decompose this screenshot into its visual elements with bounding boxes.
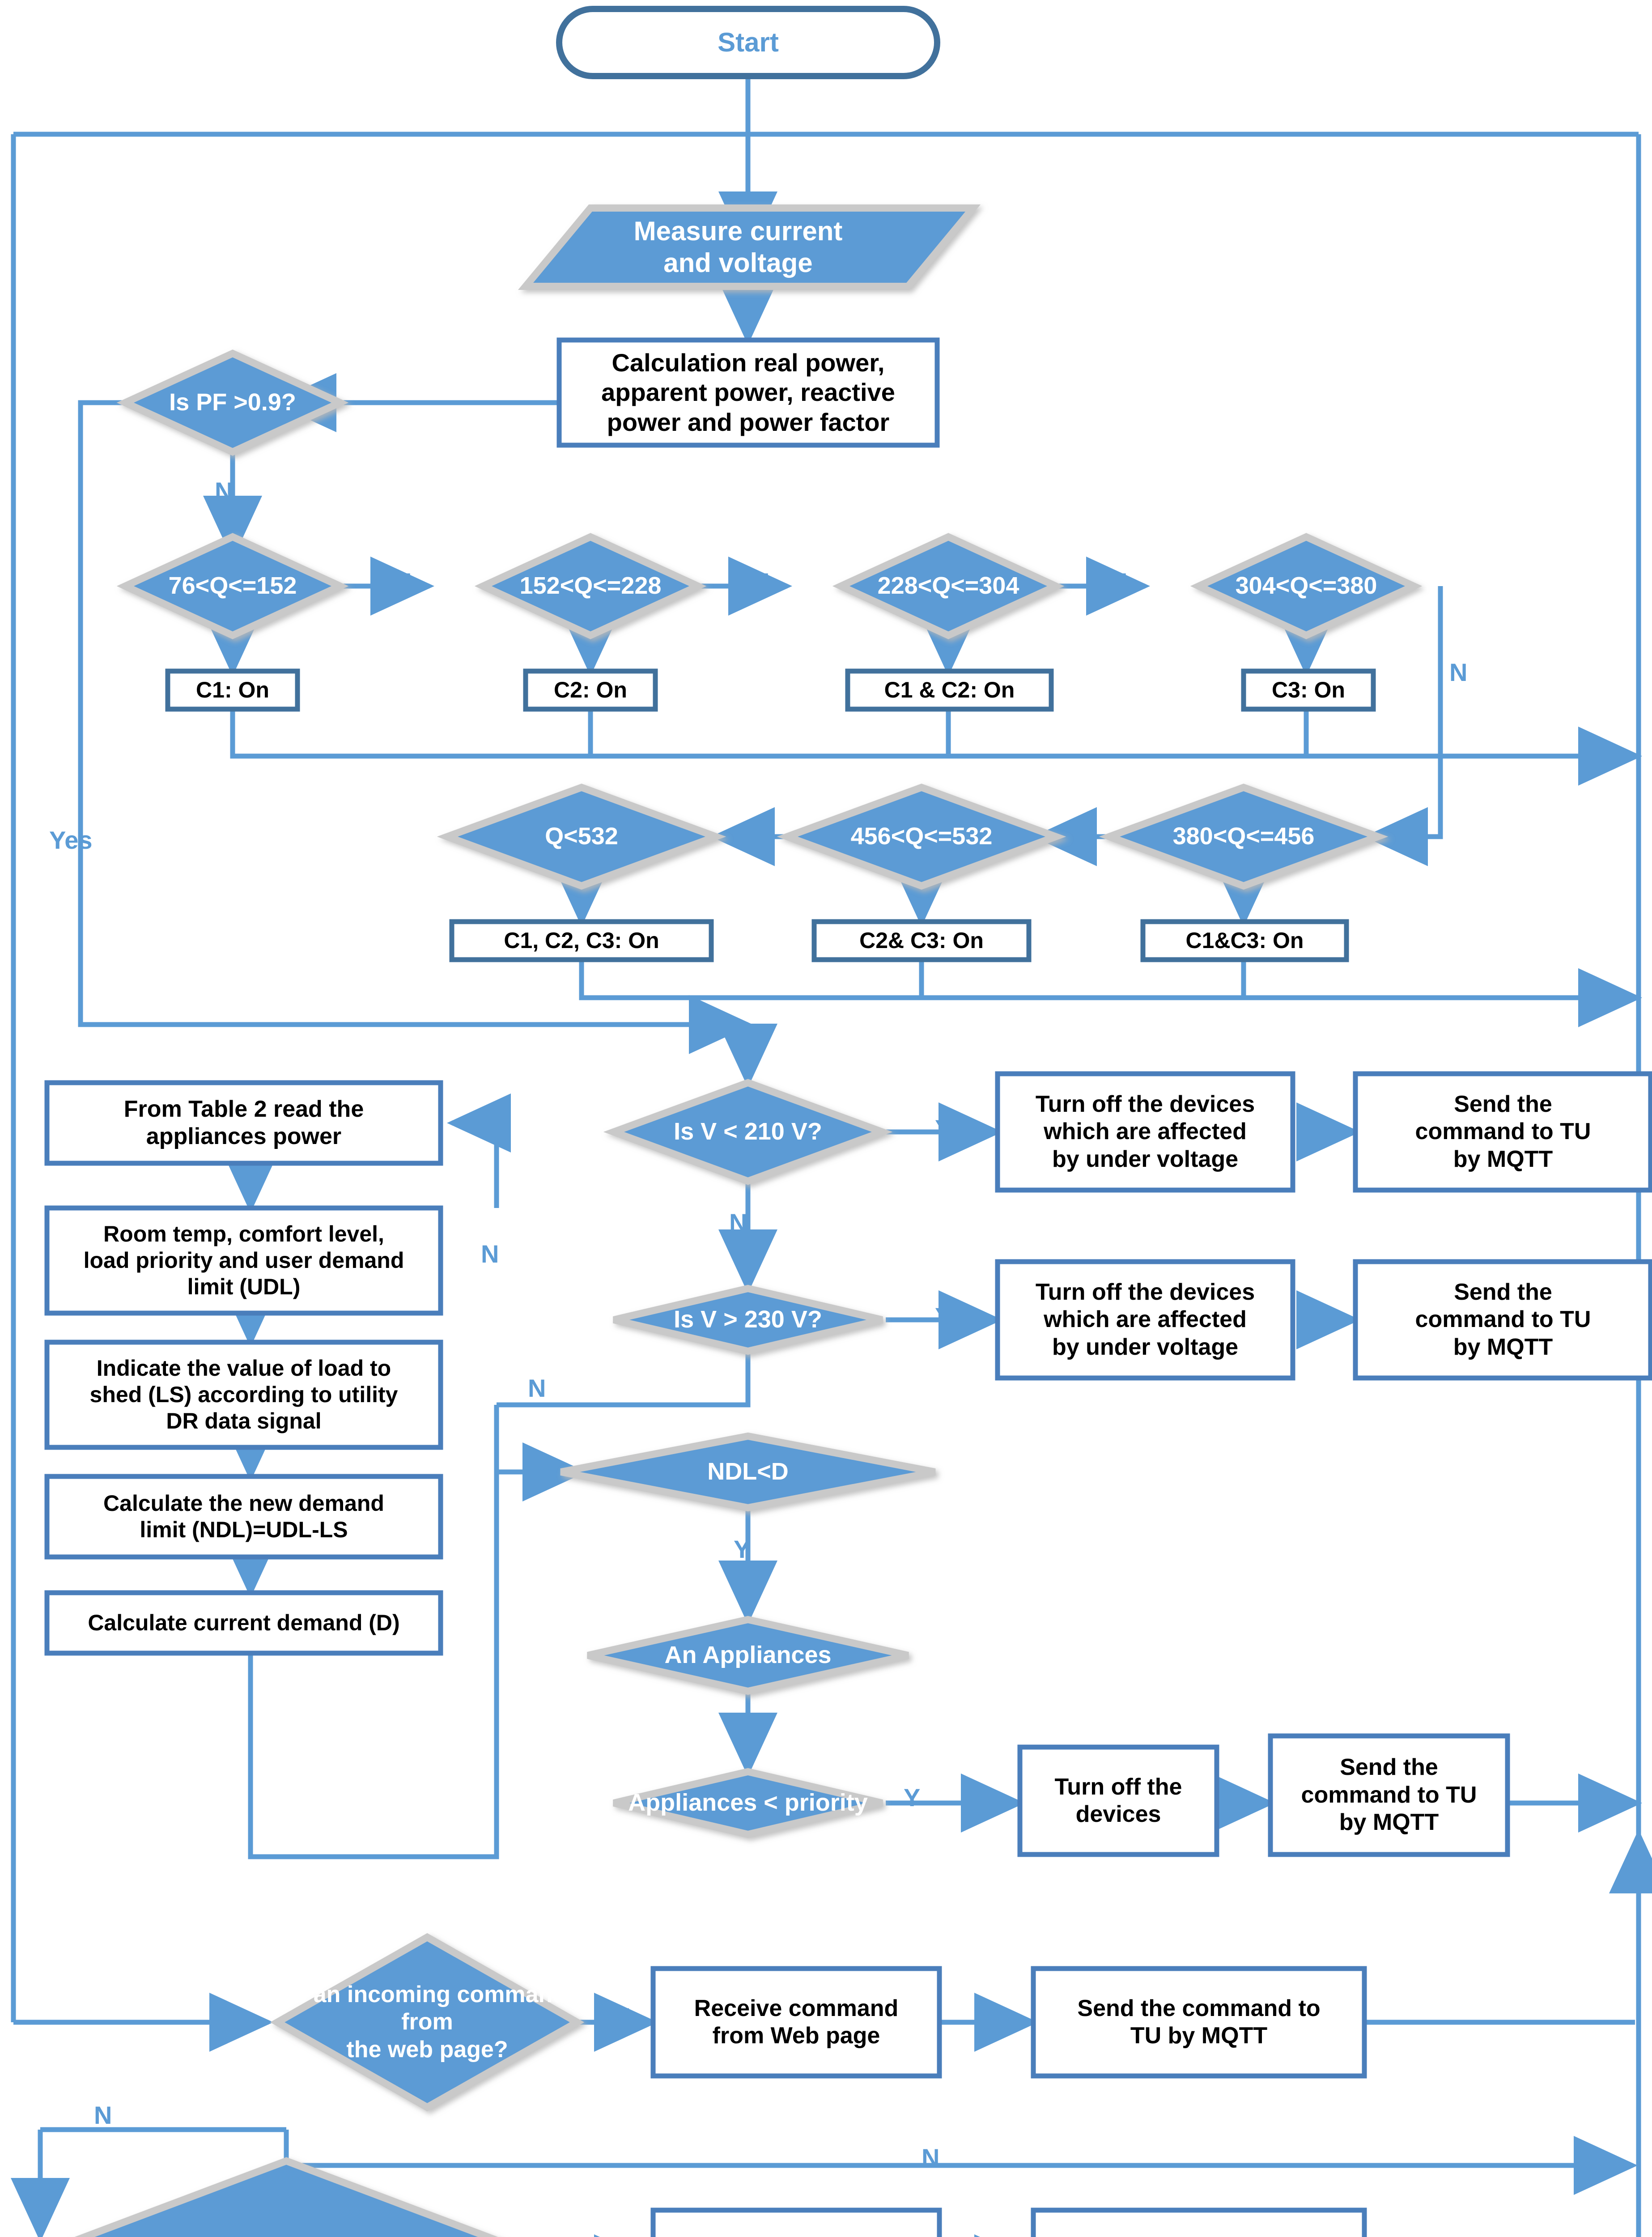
node-send-cmd-tu-2 (1353, 1259, 1652, 1381)
node-receive-params (650, 2207, 942, 2237)
node-q7 (1099, 783, 1389, 890)
shape-layer (44, 6, 1652, 2237)
node-calc-demand (44, 1590, 443, 1656)
node-c3-on (1241, 668, 1376, 712)
node-received-params (74, 2157, 498, 2237)
node-an-appliances (587, 1616, 909, 1695)
node-send-cmd-tu-4 (1031, 1966, 1367, 2079)
node-measure (518, 204, 981, 290)
node-q2 (474, 533, 707, 639)
node-start (556, 6, 940, 79)
node-pf-check (116, 349, 349, 456)
node-q6 (777, 783, 1066, 890)
node-c2-on (523, 668, 658, 712)
node-turn-off-under (995, 1071, 1295, 1193)
node-ndl-d (560, 1432, 936, 1512)
node-roomtemp (44, 1205, 443, 1316)
node-receive-cmd-web (650, 1966, 942, 2079)
node-send-cmd-tu-3 (1268, 1733, 1510, 1857)
node-v-over (613, 1284, 883, 1355)
node-c1c2c3-on (449, 919, 714, 962)
node-appliances-priority (613, 1768, 883, 1838)
node-c1-on (165, 668, 300, 712)
node-incoming-cmd (270, 1933, 585, 2112)
node-q1 (116, 533, 349, 639)
node-table2 (44, 1080, 443, 1166)
node-indicate-ls (44, 1340, 443, 1450)
node-q4 (1190, 533, 1423, 639)
node-calculation (556, 337, 940, 448)
node-c1c3-on (1140, 919, 1349, 962)
node-v-under (603, 1079, 893, 1185)
node-send-params-web (1031, 2207, 1367, 2237)
node-turn-off-over (995, 1259, 1295, 1381)
node-send-cmd-tu-1 (1353, 1071, 1652, 1193)
node-calc-ndl (44, 1474, 443, 1560)
node-c2c3-on (811, 919, 1032, 962)
node-turn-off-devices (1017, 1744, 1219, 1857)
node-q5 (437, 783, 726, 890)
node-q3 (832, 533, 1065, 639)
node-c1c2-on (845, 668, 1054, 712)
